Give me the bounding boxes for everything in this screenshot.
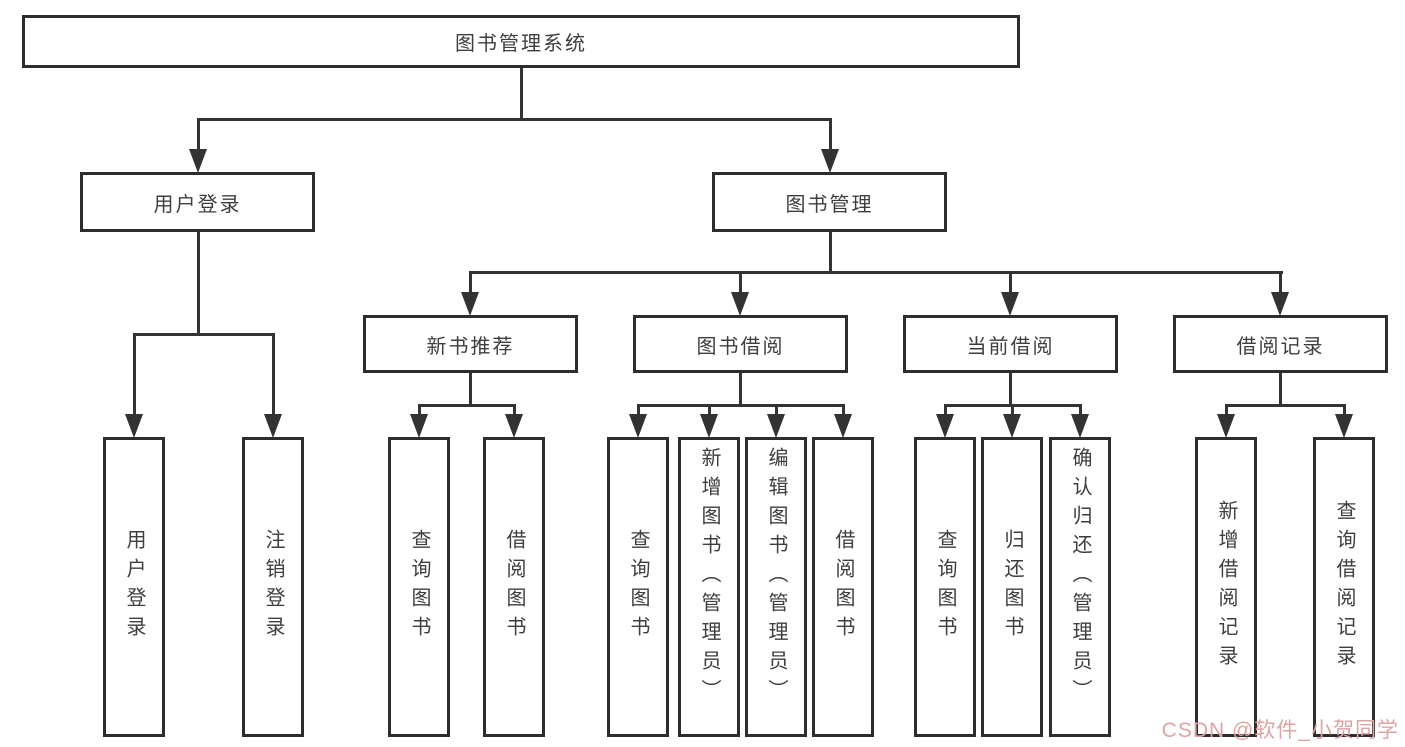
connector-line bbox=[708, 404, 711, 417]
arrow-down-icon bbox=[700, 414, 718, 438]
node-leaf-query-books-borrowing: 查询图书 bbox=[607, 437, 669, 737]
node-new-book-recommend: 新书推荐 bbox=[363, 315, 578, 373]
connector-line bbox=[418, 404, 516, 407]
node-current-borrowing: 当前借阅 bbox=[903, 315, 1118, 373]
connector-line bbox=[1279, 373, 1282, 407]
node-leaf-confirm-return-admin: 确认归还（管理员） bbox=[1049, 437, 1111, 737]
connector-line bbox=[469, 373, 472, 407]
connector-line bbox=[1343, 404, 1346, 417]
node-leaf-query-books-recommend: 查询图书 bbox=[388, 437, 450, 737]
arrow-down-icon bbox=[125, 414, 143, 438]
node-leaf-add-books-admin: 新增图书（管理员） bbox=[678, 437, 740, 737]
connector-line bbox=[1079, 404, 1082, 417]
arrow-down-icon bbox=[767, 414, 785, 438]
node-borrowing-records: 借阅记录 bbox=[1173, 315, 1388, 373]
node-label: 借阅图书 bbox=[832, 529, 854, 645]
node-leaf-query-books-current: 查询图书 bbox=[914, 437, 976, 737]
connector-line bbox=[637, 404, 640, 417]
node-label: 借阅记录 bbox=[1236, 335, 1325, 358]
node-label: 新书推荐 bbox=[426, 335, 515, 358]
connector-line bbox=[272, 333, 275, 415]
connector-line bbox=[1009, 271, 1012, 295]
node-leaf-user-login: 用户登录 bbox=[103, 437, 165, 737]
connector-line bbox=[637, 404, 845, 407]
connector-line bbox=[133, 333, 136, 415]
node-label: 图书管理 bbox=[785, 193, 874, 216]
connector-line bbox=[1009, 373, 1012, 407]
node-label: 编辑图书（管理员） bbox=[765, 447, 787, 708]
arrow-down-icon bbox=[936, 414, 954, 438]
node-label: 查询借阅记录 bbox=[1333, 500, 1355, 674]
arrow-down-icon bbox=[1071, 414, 1089, 438]
node-leaf-borrow-books-borrowing: 借阅图书 bbox=[812, 437, 874, 737]
connector-line bbox=[513, 404, 516, 417]
arrow-down-icon bbox=[461, 292, 479, 316]
connector-line bbox=[197, 118, 200, 152]
connector-line bbox=[1011, 404, 1014, 417]
node-root-system: 图书管理系统 bbox=[22, 15, 1020, 68]
connector-line bbox=[520, 68, 523, 120]
connector-line bbox=[197, 118, 832, 121]
node-leaf-query-borrow-record: 查询借阅记录 bbox=[1313, 437, 1375, 737]
arrow-down-icon bbox=[189, 149, 207, 173]
arrow-down-icon bbox=[731, 292, 749, 316]
connector-line bbox=[133, 333, 275, 336]
node-leaf-edit-books-admin: 编辑图书（管理员） bbox=[745, 437, 807, 737]
node-label: 借阅图书 bbox=[503, 529, 525, 645]
node-leaf-return-books: 归还图书 bbox=[981, 437, 1043, 737]
arrow-down-icon bbox=[1217, 414, 1235, 438]
node-book-borrowing: 图书借阅 bbox=[633, 315, 848, 373]
node-label: 新增图书（管理员） bbox=[698, 447, 720, 708]
arrow-down-icon bbox=[1003, 414, 1021, 438]
node-label: 图书管理系统 bbox=[455, 33, 587, 55]
node-label: 查询图书 bbox=[934, 529, 956, 645]
connector-line bbox=[944, 404, 947, 417]
csdn-watermark: CSDN @软件_小贺同学 bbox=[1161, 719, 1399, 742]
arrow-down-icon bbox=[834, 414, 852, 438]
node-label: 查询图书 bbox=[408, 529, 430, 645]
arrow-down-icon bbox=[1271, 292, 1289, 316]
node-label: 用户登录 bbox=[153, 193, 242, 216]
node-label: 注销登录 bbox=[262, 529, 284, 645]
connector-line bbox=[469, 271, 472, 295]
node-label: 图书借阅 bbox=[696, 335, 785, 358]
connector-line bbox=[842, 404, 845, 417]
node-label: 查询图书 bbox=[627, 529, 649, 645]
node-label: 用户登录 bbox=[123, 529, 145, 645]
arrow-down-icon bbox=[1335, 414, 1353, 438]
node-user-login: 用户登录 bbox=[80, 172, 315, 232]
arrow-down-icon bbox=[505, 414, 523, 438]
arrow-down-icon bbox=[629, 414, 647, 438]
node-label: 归还图书 bbox=[1001, 529, 1023, 645]
arrow-down-icon bbox=[264, 414, 282, 438]
connector-line bbox=[739, 373, 742, 407]
arrow-down-icon bbox=[410, 414, 428, 438]
node-leaf-logout: 注销登录 bbox=[242, 437, 304, 737]
connector-line bbox=[418, 404, 421, 417]
arrow-down-icon bbox=[1001, 292, 1019, 316]
connector-line bbox=[829, 232, 832, 274]
connector-line bbox=[1225, 404, 1346, 407]
node-leaf-add-borrow-record: 新增借阅记录 bbox=[1195, 437, 1257, 737]
node-label: 当前借阅 bbox=[966, 335, 1055, 358]
connector-line bbox=[469, 271, 1283, 274]
connector-line bbox=[775, 404, 778, 417]
node-leaf-borrow-books-recommend: 借阅图书 bbox=[483, 437, 545, 737]
connector-line bbox=[197, 232, 200, 336]
connector-line bbox=[1279, 271, 1282, 295]
connector-line bbox=[1225, 404, 1228, 417]
node-book-management: 图书管理 bbox=[712, 172, 947, 232]
node-label: 新增借阅记录 bbox=[1215, 500, 1237, 674]
connector-line bbox=[829, 118, 832, 152]
arrow-down-icon bbox=[821, 149, 839, 173]
node-label: 确认归还（管理员） bbox=[1069, 447, 1091, 708]
connector-line bbox=[739, 271, 742, 295]
